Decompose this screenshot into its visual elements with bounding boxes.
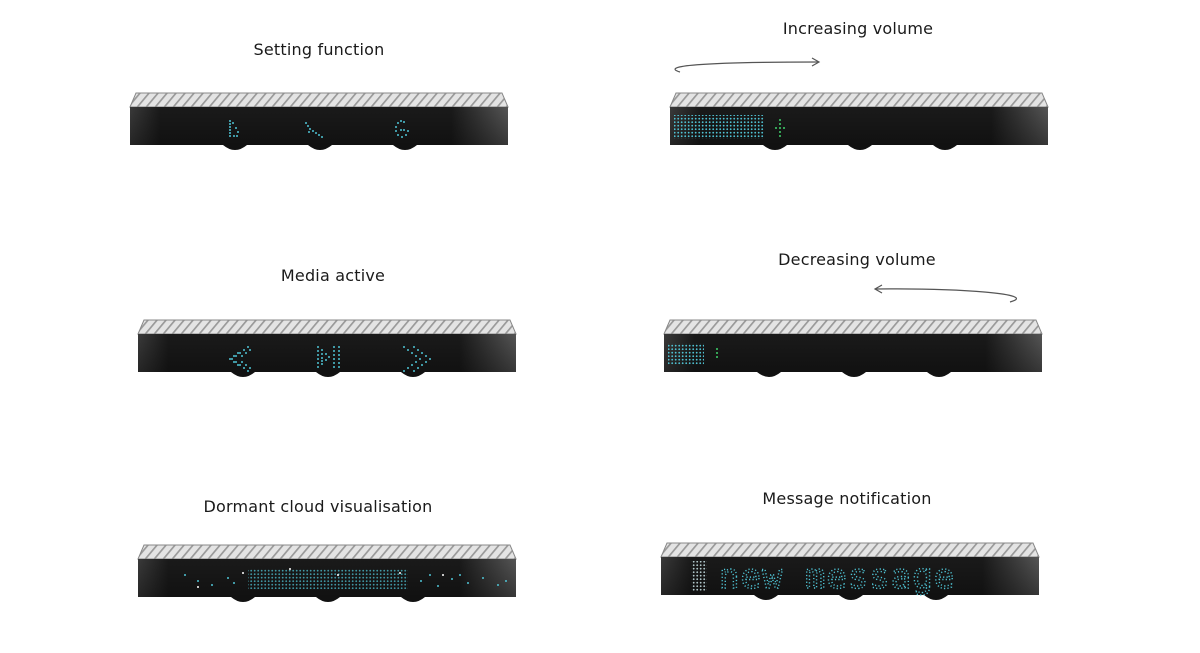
message-text: new message [719,557,955,597]
setting-icon-2 [305,122,323,138]
volume-up-indicator [775,119,785,137]
volume-bars [674,115,764,139]
volume-bars [668,343,704,365]
device-grille [129,92,509,108]
rotate-counterclockwise-arrow [875,288,1018,303]
rewind-icon [229,346,251,372]
setting-icons [229,120,409,138]
fast-forward-icon [403,346,431,372]
play-pause-icon [317,346,340,368]
caption-increasing-volume: Increasing volume [782,19,934,38]
caption-media-active: Media active [280,266,386,285]
cloud-pattern [184,568,507,589]
caption-setting-function: Setting function [253,40,385,59]
device-message-notification: new message [660,542,1040,600]
device-increasing-volume [669,92,1049,150]
device-setting-function [129,92,509,150]
caption-decreasing-volume: Decreasing volume [778,250,936,269]
caption-message-notification: Message notification [762,489,932,508]
device-dormant-cloud [137,544,517,602]
message-marker [691,561,707,591]
device-media-active [137,319,517,377]
volume-down-indicator [716,348,718,358]
rotate-clockwise-arrow [674,61,819,73]
setting-icon-1 [229,120,239,137]
caption-dormant-cloud: Dormant cloud visualisation [203,497,433,516]
device-decreasing-volume [663,319,1043,377]
setting-icon-3 [395,120,409,138]
